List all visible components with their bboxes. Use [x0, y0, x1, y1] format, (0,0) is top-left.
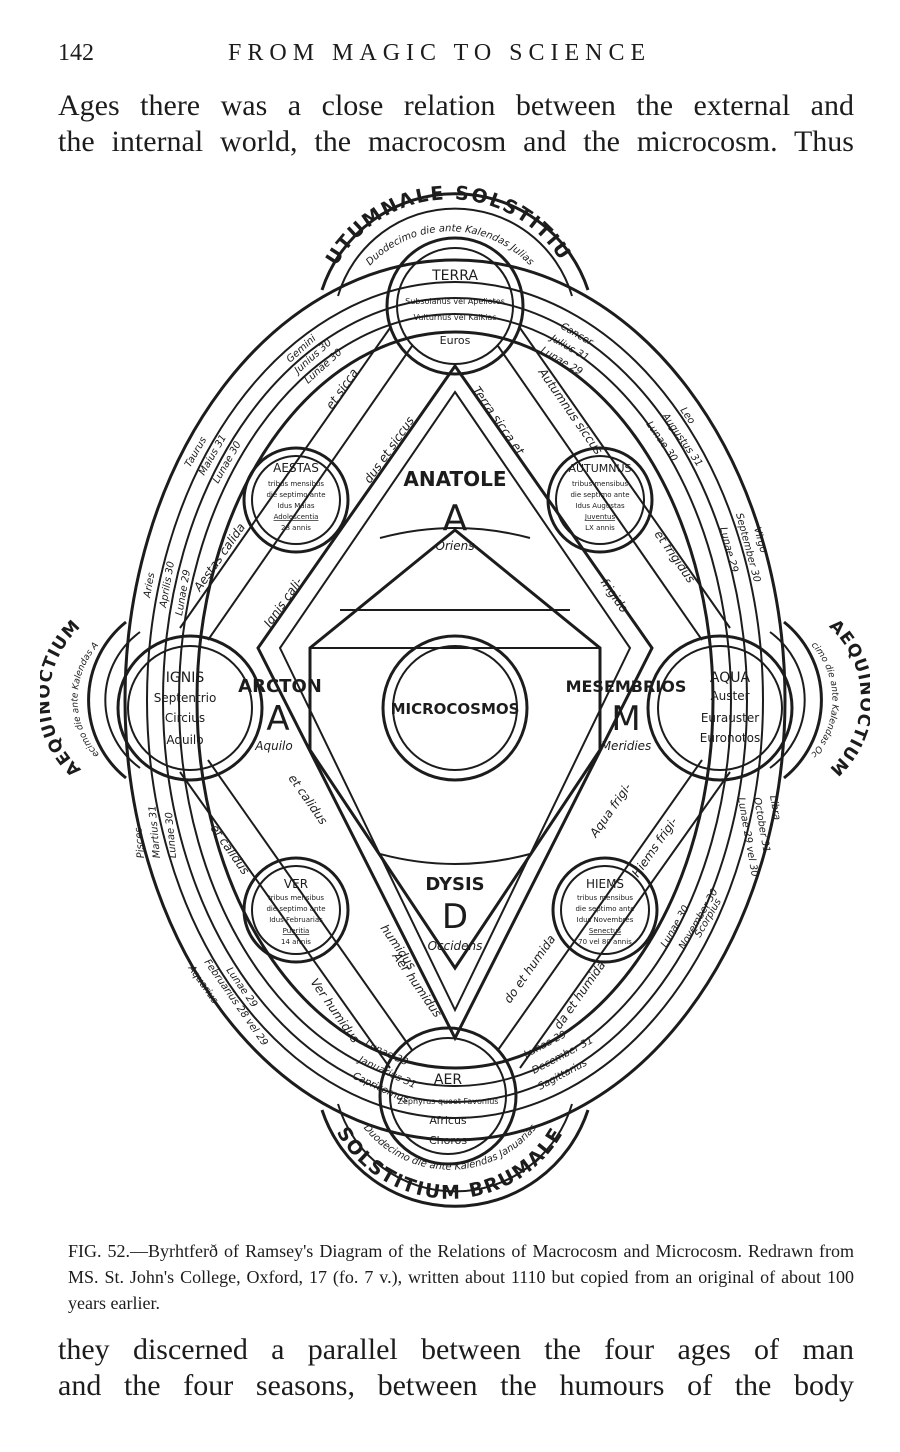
quality-et-sicca: et sicca [323, 366, 361, 412]
hiems-line: Senectus [589, 927, 622, 935]
text-line: and the four seasons, between the humour… [58, 1369, 854, 1402]
terra-name: TERRA [431, 268, 478, 284]
hiems-name: HIEMS [586, 877, 624, 891]
text-line: the internal world, the macrocosm and th… [58, 125, 854, 158]
aqua-line: Auster [710, 689, 749, 703]
aer-line: Choros [429, 1134, 467, 1147]
aestas-line: tribus mensibus [268, 480, 324, 488]
figure-caption: FIG. 52.—Byrhtferð of Ramsey's Diagram o… [68, 1241, 854, 1313]
quality-terra-sicca: Terra sicca et [470, 384, 528, 459]
zodiac-aries: Aries [142, 572, 157, 600]
text-line: they discerned a parallel between the fo… [58, 1333, 854, 1366]
autumnus-line: die septimo ante [570, 491, 629, 499]
quality-et-calidus-2: et calidus [208, 822, 253, 878]
diagram-svg: AUTUMNALE SOLSTITIUM Duodecimo die ante … [40, 178, 870, 1208]
season-aestas: AESTAS tribus mensibus die septimo ante … [242, 446, 350, 554]
inner-diamond [256, 363, 654, 1042]
season-ver: VER tribus mensibus die septimo ante Idu… [242, 856, 350, 964]
mesembrios-name: MESEMBRIOS [566, 677, 687, 696]
ver-line: 14 annis [281, 938, 311, 946]
macrocosm-diagram: AUTUMNALE SOLSTITIUM Duodecimo die ante … [40, 178, 870, 1230]
microcosmos-label: MICROCOSMOS [391, 700, 520, 718]
ignis-name: IGNIS [166, 670, 205, 686]
aestas-name: AESTAS [273, 461, 319, 475]
mesembrios-sub: Meridies [601, 739, 652, 753]
terra-line: Euros [440, 334, 471, 347]
aqua-line: Euronotos [700, 731, 760, 745]
arcton-sub: Aquilo [254, 739, 292, 753]
hiems-line: tribus mensibus [577, 894, 633, 902]
autumnus-line: Juventus [584, 513, 616, 521]
cardinal-anatole: ANATOLE A Oriens [403, 467, 506, 553]
autumnus-name: AUTUMNUS [568, 462, 631, 475]
mesembrios-letter: M [611, 699, 640, 739]
aestas-line: Idus Maias [277, 502, 314, 510]
page-number: 142 [58, 40, 94, 66]
autumnus-line: LX annis [585, 524, 615, 532]
terra-line: Subsolanus vel Apeliotes [405, 297, 505, 306]
anatole-sub: Oriens [436, 539, 475, 553]
ver-line: Idus Februarias [269, 916, 323, 924]
label-autumnale-solstitium: AUTUMNALE SOLSTITIUM [40, 178, 576, 269]
dysis-name: DYSIS [425, 874, 484, 895]
ver-line: die septimo ante [266, 905, 325, 913]
body-text-bottom: they discerned a parallel between the fo… [58, 1332, 854, 1404]
aqua-line: Eurauster [701, 711, 759, 725]
aestas-line: 28 annis [281, 524, 311, 532]
season-autumnus: AUTUMNUS tribus mensibus die septimo ant… [546, 446, 654, 554]
hiems-line: Idus Novembres [577, 916, 634, 924]
element-aer: AER Zephyrus quoet Favonius Africus Chor… [378, 1026, 518, 1166]
arcton-letter: A [266, 699, 289, 739]
aer-line: Zephyrus quoet Favonius [398, 1097, 499, 1106]
anatole-name: ANATOLE [403, 467, 506, 491]
autumnus-line: tribus mensibus [572, 480, 628, 488]
hiems-line: die septimo ante [575, 905, 634, 913]
hiems-line: 70 vel 80 annis [578, 938, 632, 946]
zodiac-pisces: Pisces [133, 827, 147, 859]
season-hiems: HIEMS tribus mensibus die septimo ante I… [551, 856, 659, 964]
cardinal-caps [87, 192, 823, 1208]
dysis-sub: Occidens [428, 939, 483, 953]
quality-aqua-frigi: Aqua frigi- [586, 781, 634, 841]
dysis-letter: D [442, 897, 468, 937]
cardinal-mesembrios: MESEMBRIOS M Meridies [566, 677, 687, 753]
ver-line: Pueritia [283, 927, 310, 935]
ignis-line: Aquilo [166, 733, 203, 747]
ignis-line: Circius [165, 711, 205, 725]
running-head: 142 FROM MAGIC TO SCIENCE [58, 40, 858, 74]
text-line: Ages there was a close relation between … [58, 89, 854, 122]
body-text-top: Ages there was a close relation between … [58, 88, 854, 160]
quality-autumnus-siccus: Autumnus siccus [535, 365, 605, 457]
connecting-bands [179, 327, 731, 1069]
aqua-name: AQUA [710, 670, 751, 686]
ignis-line: Septentrio [154, 691, 217, 705]
anatole-letter: A [443, 498, 468, 539]
element-aqua: AQUA Auster Eurauster Euronotos [646, 634, 794, 782]
outer-rings [123, 258, 787, 1142]
aestas-line: Adolescentia [274, 513, 319, 521]
quality-hiems-frigi: Hiems frigi- [629, 815, 680, 880]
autumnus-line: Idus Augustas [575, 502, 625, 510]
zodiac-pisces-moon: Lunae 30 [164, 811, 179, 858]
ver-name: VER [284, 877, 308, 891]
aer-name: AER [434, 1072, 462, 1088]
running-title: FROM MAGIC TO SCIENCE [228, 40, 652, 66]
cardinal-dysis: DYSIS D Occidens [425, 874, 484, 953]
microcosmos-circle: MICROCOSMOS [381, 634, 529, 782]
terra-line: Vulturnus vel Kaikias [413, 313, 496, 322]
element-terra: TERRA Subsolanus vel Apeliotes Vulturnus… [385, 236, 525, 376]
zodiac-libra: Libra [767, 795, 782, 821]
element-ignis: IGNIS Septentrio Circius Aquilo [116, 634, 264, 782]
quality-do-et-humida: do et humida [501, 932, 558, 1005]
aestas-line: die septimo ante [266, 491, 325, 499]
aer-line: Africus [429, 1114, 467, 1127]
zodiac-pisces-month: Martius 31 [147, 805, 163, 859]
ver-line: tribus mensibus [268, 894, 324, 902]
